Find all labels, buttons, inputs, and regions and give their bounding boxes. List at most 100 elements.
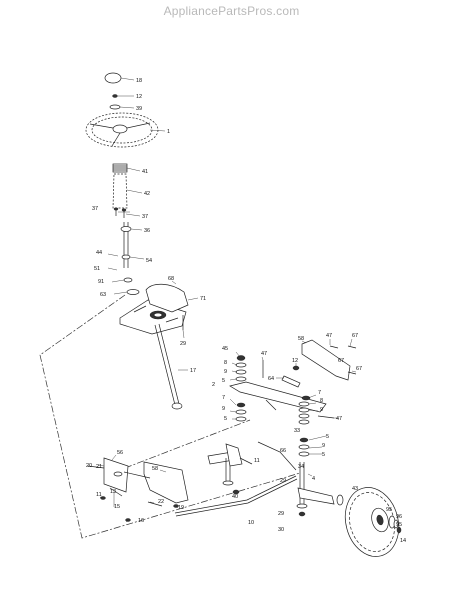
steering-wheel	[85, 112, 159, 148]
callout-91: 91	[98, 279, 104, 285]
watermark: AppliancePartsPros.com	[163, 4, 300, 18]
washer-91	[123, 277, 133, 283]
callout-34: 34	[298, 464, 304, 470]
boundary-line-lower	[124, 419, 251, 469]
nut-40	[232, 489, 240, 495]
callout-10: 10	[248, 520, 254, 526]
callout-63: 63	[100, 292, 106, 298]
callout-29-b: 29	[278, 511, 284, 517]
bolt-head-left	[113, 207, 119, 211]
callout-19: 19	[178, 505, 184, 511]
callout-16: 16	[138, 518, 144, 524]
steering-gear-housing	[119, 283, 189, 335]
nut-12	[292, 365, 300, 371]
callout-64: 64	[268, 376, 274, 382]
drag-link-mount	[265, 399, 277, 411]
callout-9-a: 9	[224, 369, 227, 375]
callout-47-a: 47	[261, 351, 267, 357]
callout-26: 29	[280, 478, 286, 484]
callout-9-b: 9	[222, 406, 225, 412]
callout-36: 36	[144, 228, 150, 234]
right-spindle	[296, 462, 335, 517]
callout-95-b: 95	[396, 522, 402, 528]
callout-20: 20	[86, 463, 92, 469]
callout-12: 12	[136, 94, 142, 100]
callout-11-b: 11	[96, 492, 102, 498]
callout-43: 43	[352, 486, 358, 492]
callout-12-b: 12	[292, 358, 298, 364]
callout-21: 21	[96, 464, 102, 470]
bolt-8-lower	[147, 501, 163, 507]
washer-95	[393, 519, 399, 529]
nut-96	[396, 526, 402, 534]
shaft-collar	[120, 226, 132, 232]
callout-40: 40	[232, 494, 238, 500]
left-spindle	[207, 443, 253, 486]
callout-47-b: 47	[326, 333, 332, 339]
callout-30: 30	[278, 527, 284, 533]
callout-22: 22	[158, 499, 164, 505]
callout-17: 17	[190, 368, 196, 374]
callout-5-a: 5	[222, 378, 225, 384]
callout-14: 14	[400, 538, 406, 544]
callout-54: 54	[146, 258, 152, 264]
steering-adapter	[112, 163, 128, 173]
callout-71: 71	[200, 296, 206, 302]
front-wheel	[344, 487, 400, 557]
callout-18: 18	[136, 78, 142, 84]
callout-37-right: 37	[142, 214, 148, 220]
callout-42: 42	[144, 191, 150, 197]
callout-9-d: 9	[322, 443, 325, 449]
washer-stack-left	[235, 355, 247, 422]
steering-support-bracket	[103, 457, 189, 504]
washer-43	[336, 494, 344, 506]
bolt-15	[109, 487, 123, 497]
spacer-sleeve	[281, 375, 301, 388]
callout-2: 2	[212, 382, 215, 388]
callout-29: 29	[180, 341, 186, 347]
callout-45: 45	[222, 346, 228, 352]
callout-33: 33	[294, 428, 300, 434]
washer-stack-right	[298, 395, 311, 457]
callout-8-b: 8	[320, 398, 323, 404]
boundary-line	[39, 294, 301, 539]
callout-39: 39	[136, 106, 142, 112]
callout-67-b: 67	[338, 358, 344, 364]
callout-5-b: 5	[224, 416, 227, 422]
callout-9-c: 9	[320, 407, 323, 413]
callout-56: 56	[117, 450, 123, 456]
bearing	[121, 254, 131, 260]
callout-5-d: 5	[322, 452, 325, 458]
callout-1: 1	[167, 129, 170, 135]
steering-cap	[104, 72, 122, 84]
callout-37-left: 37	[92, 206, 98, 212]
bolt-67-right	[347, 345, 357, 349]
callout-67-c: 67	[356, 366, 362, 372]
callout-58: 58	[298, 336, 304, 342]
bolt-21	[87, 465, 105, 469]
callout-66: 66	[280, 448, 286, 454]
callout-67-a: 67	[352, 333, 358, 339]
callout-7-a: 7	[222, 395, 225, 401]
bolt-47-right	[317, 415, 335, 419]
callout-8-a: 8	[224, 360, 227, 366]
drag-link	[229, 381, 327, 413]
callout-96: 96	[396, 514, 402, 520]
steering-sleeve	[112, 173, 128, 209]
tie-rod-end	[257, 441, 297, 471]
steering-bracket	[301, 339, 351, 381]
callout-41: 41	[142, 169, 148, 175]
callout-47-c: 47	[336, 416, 342, 422]
callout-4: 4	[312, 476, 315, 482]
callout-5-c: 5	[326, 434, 329, 440]
callout-11: 11	[254, 458, 260, 464]
lower-steering-shaft	[154, 323, 180, 406]
tie-rod	[174, 475, 298, 517]
callout-44: 44	[96, 250, 102, 256]
washer-top	[109, 104, 121, 110]
callout-13: 13	[110, 489, 116, 495]
callout-15: 15	[114, 504, 120, 510]
callout-95: 95	[386, 507, 392, 513]
washer-63	[126, 289, 140, 295]
